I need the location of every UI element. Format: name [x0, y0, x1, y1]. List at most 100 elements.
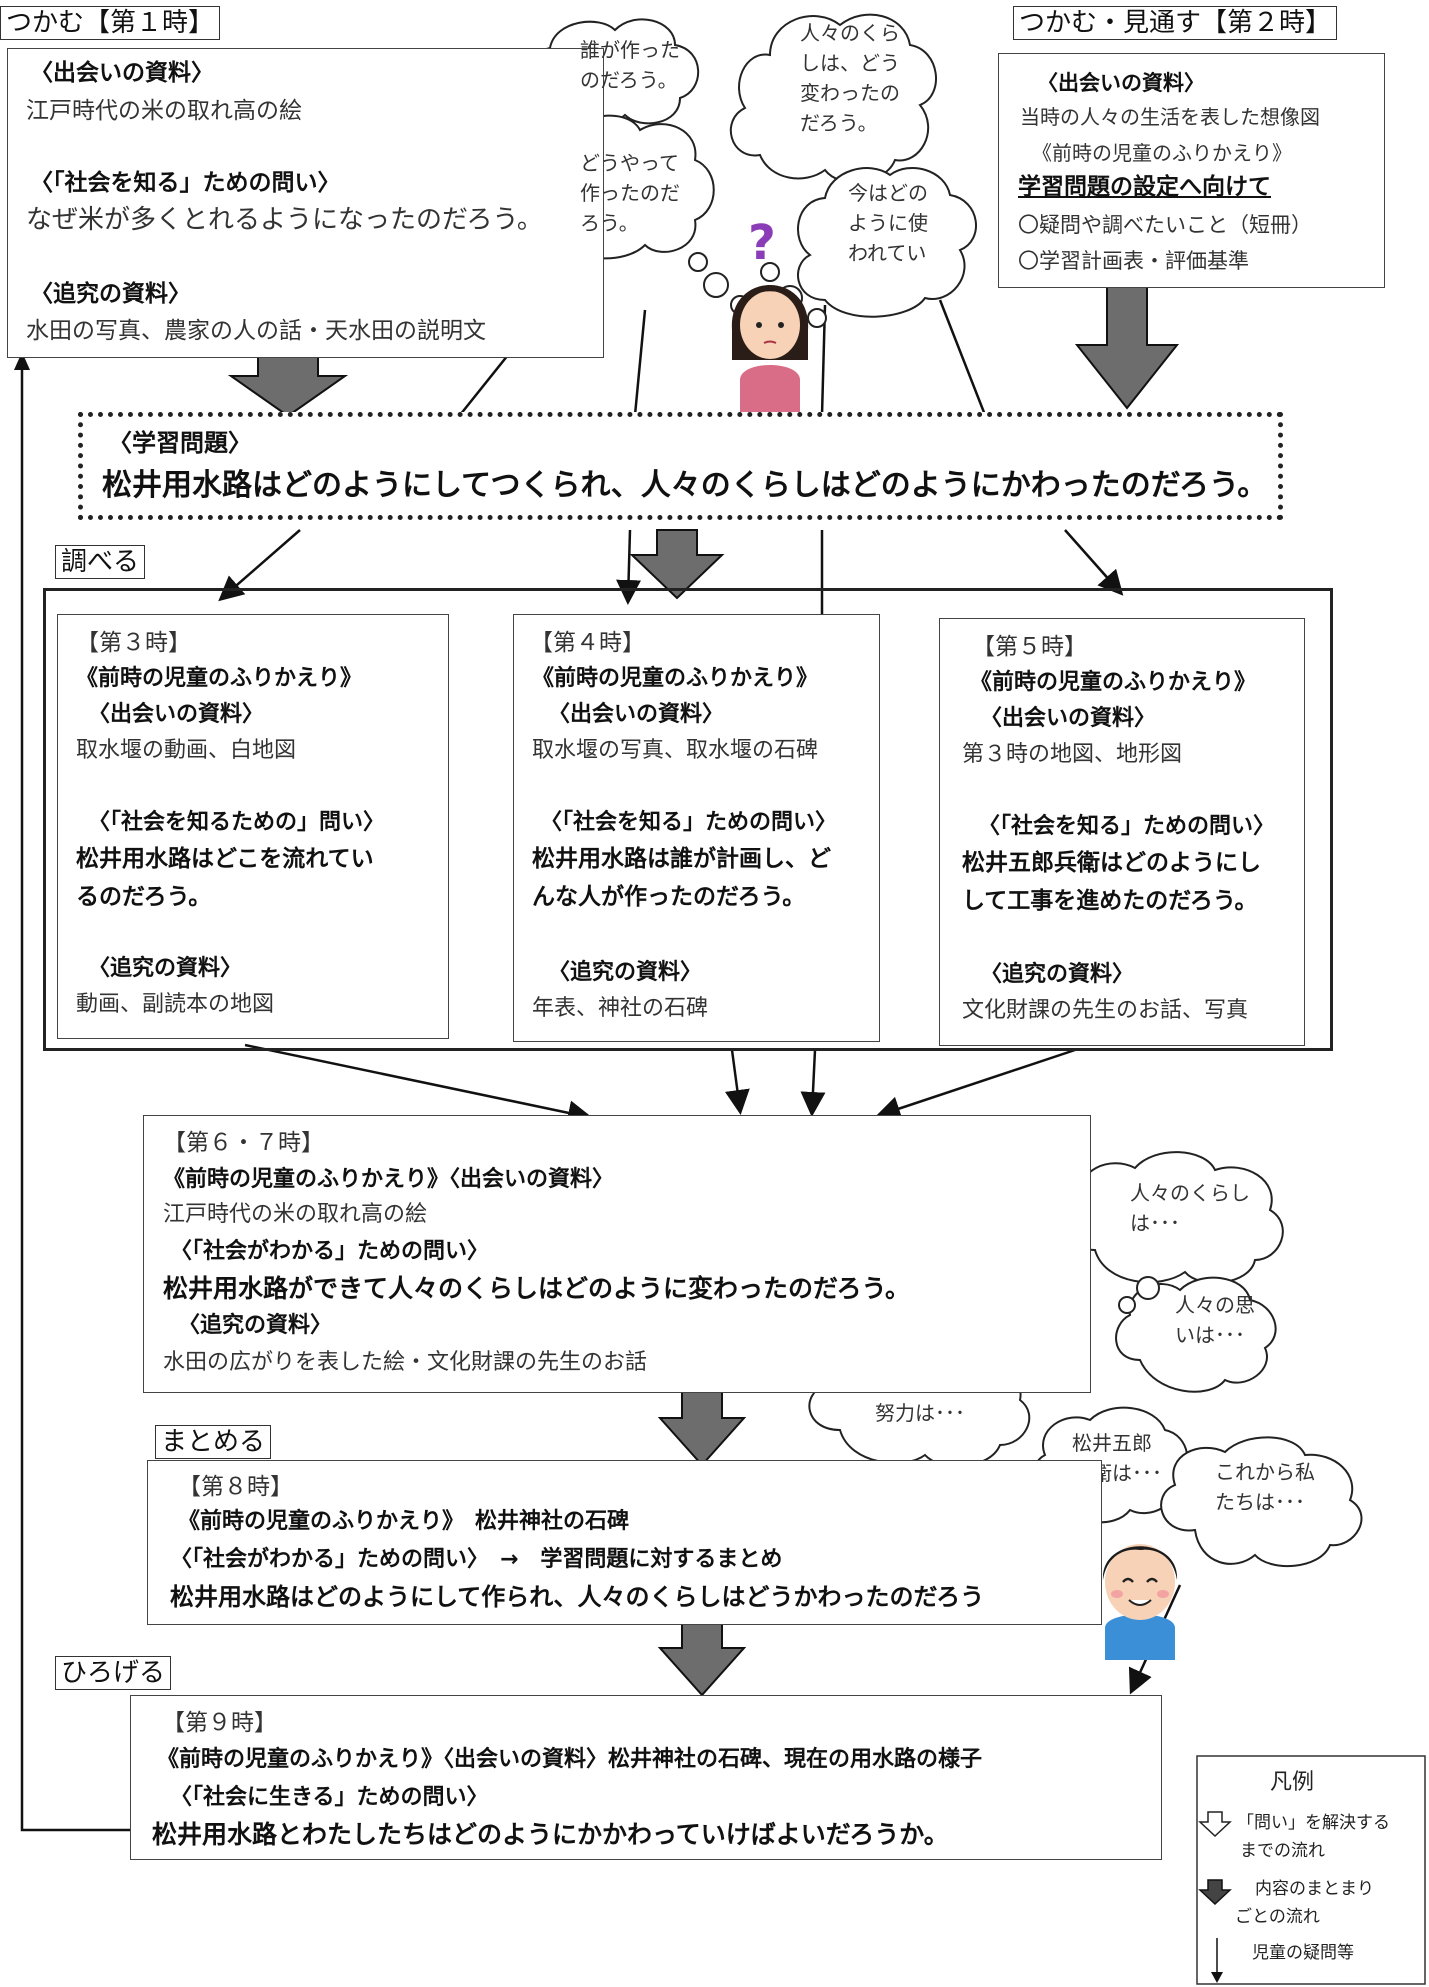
cloud-1-text: 誰が作ったのだろう。 — [580, 38, 680, 92]
lesson-5-question-line-2: して工事を進めたのだろう。 — [962, 888, 1258, 914]
legend-block-arrow-icon — [1198, 1879, 1232, 1906]
legend-title: 凡例 — [1270, 1770, 1315, 1795]
lesson-4-review: 《前時の児童のふりかえり》 — [532, 666, 819, 691]
legend-box — [1196, 1755, 1426, 1985]
legend-item-2-line-1: 内容のまとまり — [1255, 1879, 1374, 1899]
lesson-3-materials: 取水堰の動画、白地図 — [76, 738, 297, 763]
block-arrow — [1074, 282, 1180, 410]
lesson-5-research: 文化財課の先生のお話、写真 — [962, 998, 1249, 1023]
block-arrow — [227, 354, 349, 418]
lesson-1-materials: 江戸時代の米の取れ高の絵 — [26, 98, 302, 124]
lesson-2-review: 《前時の児童のふりかえり》 — [1032, 141, 1292, 165]
lesson-1-question: なぜ米が多くとれるようになったのだろう。 — [26, 205, 543, 235]
lesson-2-setting-heading: 学習問題の設定へ向けて — [1018, 174, 1271, 200]
lesson-6-7-materials: 江戸時代の米の取れ高の絵 — [163, 1202, 428, 1227]
lesson-5-review: 《前時の児童のふりかえり》 — [970, 670, 1257, 695]
lesson-5-question-line-1: 松井五郎兵衛はどのようにし — [962, 850, 1261, 876]
cloud-5-text: 人々のくらしは･･･ — [1130, 1181, 1250, 1235]
lesson-4-heading-question: 〈「社会を知る」ための問い〉 — [540, 810, 838, 835]
lesson-5-heading-materials: 〈出会いの資料〉 — [980, 706, 1157, 731]
block-arrow — [657, 1619, 747, 1697]
lesson-3-title: 【第３時】 — [76, 630, 191, 656]
cloud-2-text: 人々のくらしは、どう変わったのだろう。 — [800, 21, 900, 135]
lesson-3-research: 動画、副読本の地図 — [76, 992, 275, 1017]
lesson-6-7-research: 水田の広がりを表した絵・文化財課の先生のお話 — [163, 1350, 648, 1375]
lesson-4-box — [513, 614, 880, 1042]
legend-outline-arrow-icon — [1198, 1811, 1232, 1838]
lesson-9-box — [130, 1695, 1162, 1860]
lesson-2-materials: 当時の人々の生活を表した想像図 — [1020, 105, 1320, 129]
block-arrow — [657, 1389, 747, 1467]
thought-cloud — [797, 166, 977, 318]
thought-cloud — [1160, 1436, 1363, 1568]
lesson-5-box — [939, 618, 1305, 1046]
learning-problem-box — [78, 412, 1283, 520]
lesson-1-research: 水田の写真、農家の人の話・天水田の説明文 — [26, 318, 486, 344]
lesson-3-box — [57, 614, 449, 1039]
legend-item-1-line-2: までの流れ — [1240, 1841, 1325, 1861]
lesson-9-question-heading: 〈「社会に生きる」ための問い〉 — [170, 1785, 489, 1810]
question-mark-icon: ? — [748, 215, 776, 271]
cloud-4-text: 今はどのように使われてい — [848, 181, 928, 265]
lesson-6-7-review: 《前時の児童のふりかえり》〈出会いの資料〉 — [163, 1167, 615, 1192]
lesson-4-heading-materials: 〈出会いの資料〉 — [548, 702, 725, 727]
hirogeru-tag: ひろげる — [55, 1656, 172, 1690]
lesson-9-title: 【第９時】 — [162, 1710, 277, 1736]
thought-cloud — [1115, 1276, 1277, 1393]
lesson-6-7-heading-research: 〈追究の資料〉 — [178, 1313, 333, 1338]
lesson-4-title: 【第４時】 — [530, 630, 645, 656]
lesson-4-materials: 取水堰の写真、取水堰の石碑 — [532, 738, 819, 763]
lesson-9-question: 松井用水路とわたしたちはどのようにかかわっていけばよいだろうか。 — [152, 1820, 949, 1849]
tsukamu-2-tag: つかむ・見通す【第２時】 — [1013, 6, 1338, 40]
block-arrow — [629, 529, 725, 600]
lesson-6-7-title: 【第６・７時】 — [163, 1130, 324, 1156]
tsukamu-1-tag: つかむ【第１時】 — [0, 6, 221, 40]
research-group-box — [43, 588, 1333, 1051]
lesson-3-heading-question: 〈「社会を知るための」問い〉 — [88, 810, 386, 835]
lesson-6-7-question: 松井用水路ができて人々のくらしはどのように変わったのだろう。 — [163, 1274, 911, 1303]
lesson-8-question-heading: 〈「社会がわかる」ための問い〉 → 学習問題に対するまとめ — [170, 1547, 783, 1572]
legend-item-1-line-1: 「問い」を解決する — [1237, 1813, 1390, 1833]
lesson-9-review: 《前時の児童のふりかえり》〈出会いの資料〉松井神社の石碑、現在の用水路の様子 — [157, 1747, 983, 1772]
lesson-3-heading-research: 〈追究の資料〉 — [88, 956, 243, 981]
lesson-8-box — [147, 1460, 1102, 1625]
lesson-4-question-line-1: 松井用水路は誰が計画し、ど — [532, 846, 831, 872]
cloud-9-text: これから私たちは･･･ — [1215, 1460, 1315, 1514]
shiraberu-tag: 調べる — [55, 545, 146, 579]
lesson-1-heading-question: 〈「社会を知る」ための問い〉 — [30, 170, 341, 196]
feedback-loop-line — [20, 360, 130, 1832]
cloud-3-text: どうやって作ったのだろう。 — [580, 151, 680, 235]
lesson-5-heading-question: 〈「社会を知る」ための問い〉 — [978, 814, 1276, 839]
learning-problem-text: 松井用水路はどのようにしてつくられ、人々のくらしはどのようにかわったのだろう。 — [102, 468, 1268, 503]
lesson-6-7-box — [143, 1115, 1091, 1393]
lesson-5-materials: 第３時の地図、地形図 — [962, 742, 1183, 767]
lesson-2-item-1: 〇疑問や調べたいこと（短冊） — [1018, 213, 1312, 237]
lesson-2-box — [998, 53, 1385, 288]
legend-item-2-line-2: ごとの流れ — [1235, 1907, 1320, 1927]
lesson-2-heading-materials: 〈出会いの資料〉 — [1037, 71, 1205, 95]
girl-student-illustration — [731, 285, 809, 415]
lesson-8-title: 【第８時】 — [178, 1474, 293, 1500]
lesson-1-heading-materials: 〈出会いの資料〉 — [30, 60, 214, 86]
matomeru-tag: まとめる — [155, 1425, 272, 1459]
lesson-3-review: 《前時の児童のふりかえり》 — [76, 666, 363, 691]
lesson-8-summary-question: 松井用水路はどのようにして作られ、人々のくらしはどうかわったのだろう — [170, 1583, 985, 1611]
lesson-4-heading-research: 〈追究の資料〉 — [548, 960, 703, 985]
lesson-3-question-line-1: 松井用水路はどこを流れてい — [76, 846, 374, 872]
lesson-4-question-line-2: んな人が作ったのだろう。 — [532, 884, 806, 910]
lesson-5-title: 【第５時】 — [972, 634, 1087, 660]
lesson-3-heading-materials: 〈出会いの資料〉 — [88, 702, 265, 727]
cloud-6-text: 人々の思いは･･･ — [1175, 1293, 1255, 1347]
learning-problem-heading: 〈学習問題〉 — [108, 429, 252, 457]
lesson-1-heading-research: 〈追究の資料〉 — [30, 281, 191, 307]
legend-thin-arrow-icon — [1211, 1972, 1223, 1983]
lesson-3-question-line-2: るのだろう。 — [76, 884, 212, 910]
lesson-8-review: 《前時の児童のふりかえり》 松井神社の石碑 — [178, 1509, 630, 1534]
feedback-loop-arrowhead — [14, 352, 30, 370]
legend-item-3: 児童の疑問等 — [1252, 1943, 1354, 1963]
lesson-6-7-heading-question: 〈「社会がわかる」ための問い〉 — [170, 1239, 490, 1264]
lesson-4-research: 年表、神社の石碑 — [532, 996, 709, 1021]
lesson-1-box — [7, 48, 604, 358]
lesson-2-item-2: 〇学習計画表・評価基準 — [1018, 249, 1249, 273]
boy-student-illustration — [1102, 1544, 1178, 1660]
